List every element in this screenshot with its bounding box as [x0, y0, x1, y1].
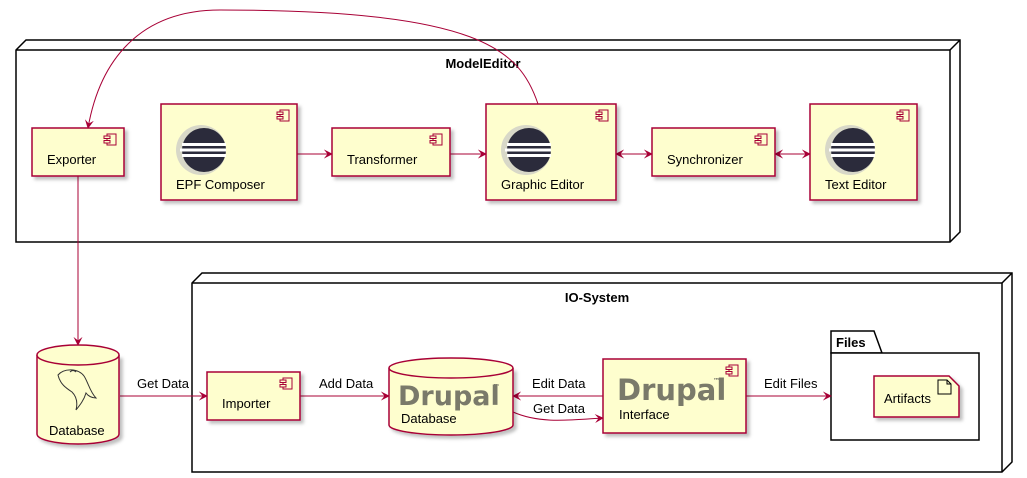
- mysql-database-label: Database: [49, 423, 105, 438]
- synchronizer-label: Synchronizer: [667, 152, 744, 167]
- drupal-logo-tm: ™: [713, 377, 720, 385]
- synchronizer-component[interactable]: Synchronizer: [651, 127, 776, 177]
- graphic-editor-component[interactable]: Graphic Editor: [485, 103, 617, 201]
- exporter-component[interactable]: Exporter: [31, 127, 125, 177]
- edge-drupal-to-interface: [512, 411, 604, 423]
- artifacts-label: Artifacts: [884, 391, 931, 406]
- edge-label-edit-data: Edit Data: [532, 376, 586, 391]
- edge-graphic-to-exporter: [84, 9, 539, 129]
- importer-component[interactable]: Importer: [206, 371, 301, 421]
- drupal-logo-tm: ™: [493, 383, 500, 391]
- transformer-component[interactable]: Transformer: [331, 127, 451, 177]
- transformer-label: Transformer: [347, 152, 418, 167]
- edge-label-get-data: Get Data: [137, 376, 190, 391]
- mysql-database[interactable]: Database: [36, 344, 120, 445]
- eclipse-logo-icon: [825, 125, 875, 175]
- importer-label: Importer: [222, 396, 271, 411]
- drupal-logo-word: Drupal: [617, 373, 726, 407]
- edge-label-get-data-2: Get Data: [533, 401, 586, 416]
- epf-composer-component[interactable]: EPF Composer: [160, 103, 298, 201]
- edge-label-edit-files: Edit Files: [764, 376, 818, 391]
- artifacts-artifact[interactable]: Artifacts: [873, 375, 960, 418]
- eclipse-logo-icon: [501, 125, 551, 175]
- model-editor-title: ModelEditor: [445, 56, 520, 71]
- epf-composer-label: EPF Composer: [176, 177, 266, 192]
- files-package-title: Files: [836, 335, 866, 350]
- eclipse-logo-icon: [176, 125, 226, 175]
- graphic-editor-label: Graphic Editor: [501, 177, 585, 192]
- drupal-database[interactable]: Drupal ™ Database: [388, 357, 514, 436]
- edge-label-add-data: Add Data: [319, 376, 374, 391]
- exporter-label: Exporter: [47, 152, 97, 167]
- mysql-dolphin-icon: [57, 369, 98, 411]
- io-system-title: IO-System: [565, 290, 629, 305]
- text-editor-label: Text Editor: [825, 177, 887, 192]
- drupal-logo-word: Drupal: [398, 381, 500, 412]
- text-editor-component[interactable]: Text Editor: [809, 103, 918, 201]
- interface-label: Interface: [619, 407, 670, 422]
- edges: [73, 9, 832, 423]
- interface-component[interactable]: Drupal ™ Interface: [602, 358, 747, 434]
- document-icon: [937, 379, 952, 395]
- drupal-database-label: Database: [401, 411, 457, 426]
